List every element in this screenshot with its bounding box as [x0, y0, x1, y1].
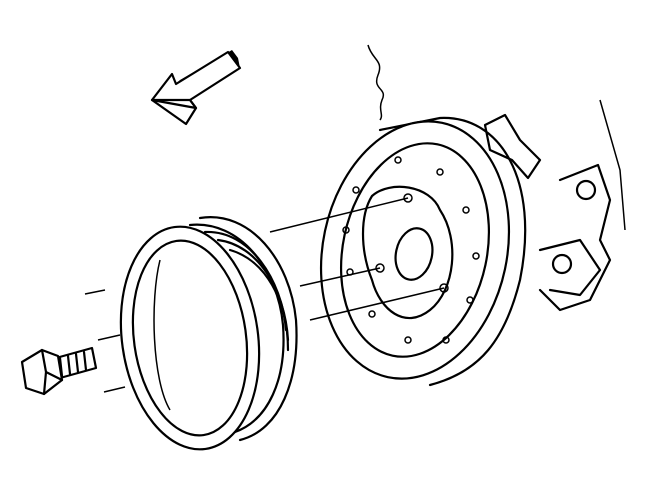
balancer-bolt-holes: [342, 156, 480, 344]
pulley-bolt: [20, 346, 98, 396]
wire-harness: [367, 44, 385, 121]
crankshaft-balancer: [319, 116, 527, 387]
direction-arrow: [150, 50, 242, 126]
engine-bracket: [483, 99, 626, 312]
crankshaft-pulley: [119, 216, 298, 451]
